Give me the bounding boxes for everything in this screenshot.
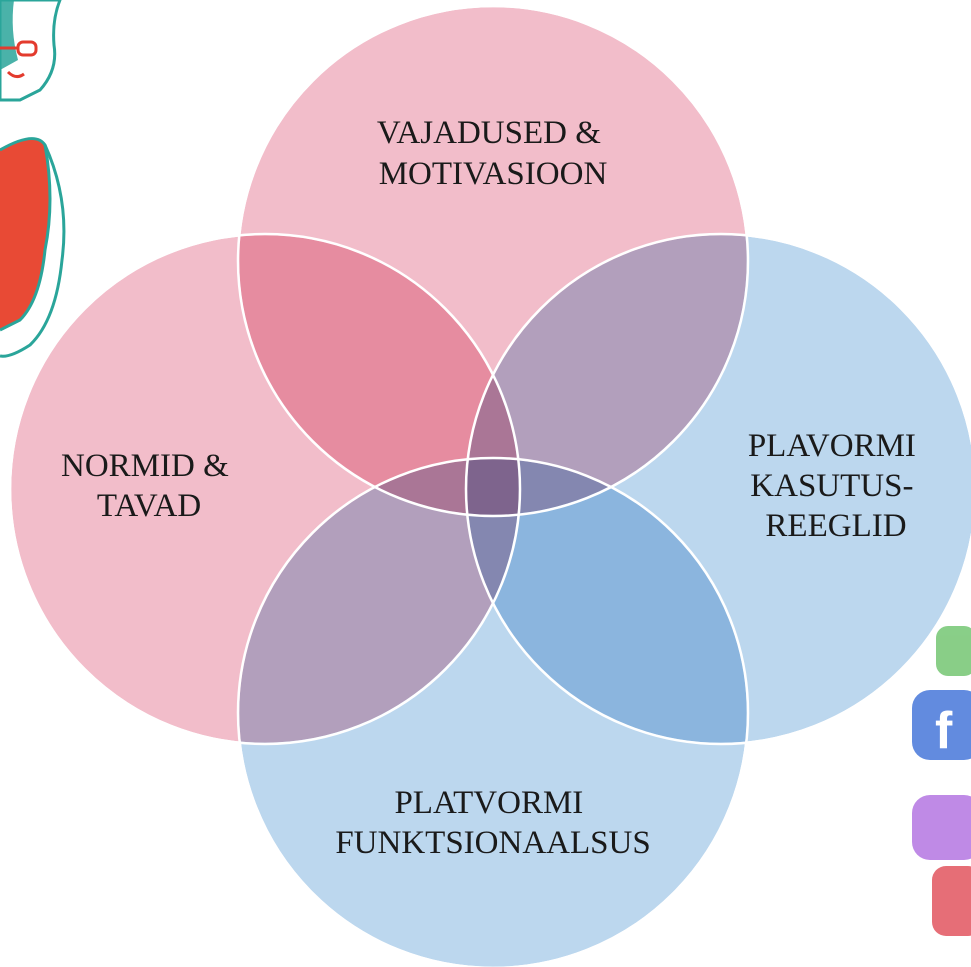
- label-norms-line-2: TAVAD: [97, 488, 201, 524]
- label-norms-line-1: NORMID &: [61, 448, 229, 484]
- circle-outlines: [8, 4, 971, 967]
- label-rules-line-2: KASUTUS-: [750, 468, 913, 504]
- label-platform-functionality: PLATVORMI FUNKTSIONAALSUS: [335, 785, 650, 861]
- label-platform-usage-rules: PLAVORMI KASUTUS- REEGLID: [748, 428, 924, 544]
- label-needs-line-1: VAJADUSED &: [377, 115, 601, 151]
- label-functionality-line-2: FUNKTSIONAALSUS: [335, 825, 650, 861]
- circle-platform-functionality: [236, 456, 750, 967]
- label-needs-motivation: VAJADUSED & MOTIVASIOON: [377, 115, 609, 192]
- label-norms-customs: NORMID & TAVAD: [61, 448, 237, 524]
- label-rules-line-1: PLAVORMI: [748, 428, 916, 464]
- label-functionality-line-1: PLATVORMI: [394, 785, 583, 821]
- label-rules-line-3: REEGLID: [765, 508, 906, 544]
- svg-text:f: f: [935, 702, 953, 760]
- label-needs-line-2: MOTIVASIOON: [379, 156, 608, 192]
- illustrated-person-image: [0, 0, 66, 358]
- social-media-icons-image: f: [912, 626, 971, 936]
